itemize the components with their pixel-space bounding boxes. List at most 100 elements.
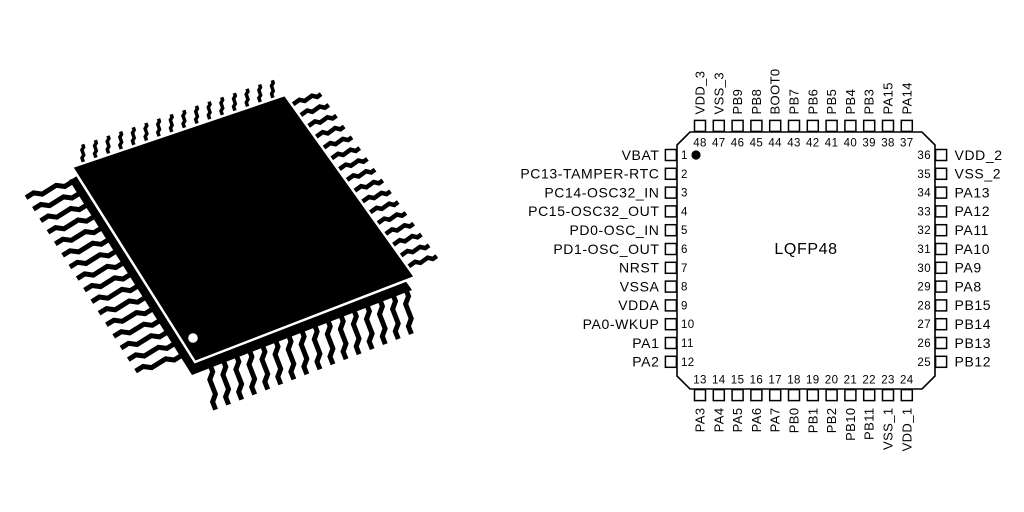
chip-lead xyxy=(381,221,416,238)
chip-lead xyxy=(83,267,141,293)
pin-number-36: 36 xyxy=(917,150,931,162)
pin-pad-24 xyxy=(900,388,914,402)
chip-lead xyxy=(243,339,258,396)
pin-number-13: 13 xyxy=(693,375,707,387)
pin-label-34: PA13 xyxy=(955,184,991,200)
chip-lead xyxy=(105,135,112,157)
pin-pad-47 xyxy=(712,119,726,133)
pin-label-28: PB15 xyxy=(955,297,992,313)
pin-pad-3 xyxy=(664,186,678,199)
pin-label-24: VDD_1 xyxy=(899,408,914,452)
pin-label-23: VSS_1 xyxy=(881,408,896,450)
chip-top-face xyxy=(70,93,417,364)
pin-number-30: 30 xyxy=(917,263,931,275)
chip-lead xyxy=(327,146,362,163)
pinout-diagram: 48VDD_347VSS_346PB945PB844BOOT043PB742PB… xyxy=(520,68,1002,451)
pin-pad-20 xyxy=(825,388,838,402)
pin-label-37: PA14 xyxy=(899,82,914,114)
chip-lead xyxy=(350,178,385,195)
pin-pad-11 xyxy=(664,336,678,350)
pin-label-4: PC15-OSC32_OUT xyxy=(528,203,659,219)
pin-pad-29 xyxy=(934,280,948,293)
pin-label-31: PA10 xyxy=(955,241,991,257)
pin-label-40: PB4 xyxy=(843,89,858,115)
pin-label-7: NRST xyxy=(619,260,660,276)
chip-lead xyxy=(168,113,175,136)
pin1-indicator-dot xyxy=(691,150,701,160)
pin-number-4: 4 xyxy=(681,206,688,218)
pin-pad-46 xyxy=(731,119,744,133)
pin-number-39: 39 xyxy=(862,138,876,150)
pin-number-14: 14 xyxy=(712,375,726,387)
chip-lead xyxy=(143,122,150,145)
chip-lead xyxy=(347,299,362,356)
chip-lead xyxy=(32,186,90,212)
chip-lead xyxy=(373,289,388,345)
pin-number-23: 23 xyxy=(881,375,895,387)
pin-pad-32 xyxy=(934,223,948,237)
pin-pad-23 xyxy=(881,388,895,402)
pin-number-28: 28 xyxy=(917,300,931,312)
chip-lead xyxy=(75,255,133,281)
pin-number-29: 29 xyxy=(917,282,931,294)
chip-lead xyxy=(295,319,310,376)
pin-pad-14 xyxy=(712,388,726,402)
pin-label-8: VSSA xyxy=(620,278,660,294)
pin-number-31: 31 xyxy=(917,244,931,256)
pin-number-44: 44 xyxy=(768,138,782,150)
chip-lead xyxy=(321,309,336,366)
chip-lead xyxy=(269,329,284,386)
pin-label-17: PA7 xyxy=(768,408,783,433)
pin-label-14: PA4 xyxy=(711,408,726,433)
pin-number-18: 18 xyxy=(787,375,801,387)
pin-pad-33 xyxy=(934,205,948,218)
pin-pad-48 xyxy=(693,119,707,133)
pin-number-7: 7 xyxy=(681,263,688,275)
chip-lead xyxy=(360,293,375,351)
pin-number-9: 9 xyxy=(681,300,688,312)
pin-label-3: PC14-OSC32_IN xyxy=(544,184,659,200)
pin-label-2: PC13-TAMPER-RTC xyxy=(520,166,659,182)
pin-label-5: PD0-OSC_IN xyxy=(569,222,659,238)
chip-lead xyxy=(231,92,238,115)
pin-label-46: PB9 xyxy=(730,89,745,115)
pin-label-16: PA6 xyxy=(749,408,764,433)
pin-pad-7 xyxy=(664,261,678,275)
pin-label-26: PB13 xyxy=(955,335,992,351)
chip-lead xyxy=(193,105,200,128)
chip-lead xyxy=(289,92,323,109)
chip-lead xyxy=(389,232,423,249)
pin-label-47: VSS_3 xyxy=(711,72,726,114)
pin-label-44: BOOT0 xyxy=(768,68,783,114)
pin-pad-2 xyxy=(664,167,678,181)
pin-number-20: 20 xyxy=(825,375,839,387)
chip-3d-illustration xyxy=(24,79,439,411)
chip-lead xyxy=(68,243,126,270)
pin-pad-43 xyxy=(787,119,801,133)
chip-lead xyxy=(334,304,349,361)
chip-lead xyxy=(230,344,245,401)
chip-lead xyxy=(97,290,155,316)
pin-label-33: PA12 xyxy=(955,203,991,219)
pin-pad-38 xyxy=(881,119,895,133)
chip-lead xyxy=(256,83,263,106)
pin-number-5: 5 xyxy=(681,225,688,237)
pin-pad-6 xyxy=(664,242,678,256)
pin-label-41: PB5 xyxy=(824,89,839,115)
pin-pad-30 xyxy=(934,261,948,275)
pin-number-42: 42 xyxy=(806,138,820,150)
chip-lead xyxy=(90,278,148,304)
pin-label-27: PB14 xyxy=(955,316,992,332)
pin-label-1: VBAT xyxy=(622,147,660,163)
pin-number-17: 17 xyxy=(768,375,782,387)
pin-label-36: VDD_2 xyxy=(955,147,1003,163)
chip-lead xyxy=(105,301,163,327)
pin-number-41: 41 xyxy=(825,138,839,150)
chip-lead xyxy=(61,232,119,258)
package-type-label: LQFP48 xyxy=(774,241,837,258)
pin-pad-17 xyxy=(768,388,782,402)
chip-lead xyxy=(386,283,401,340)
pin-number-34: 34 xyxy=(917,188,931,200)
chip-lead xyxy=(366,200,400,217)
